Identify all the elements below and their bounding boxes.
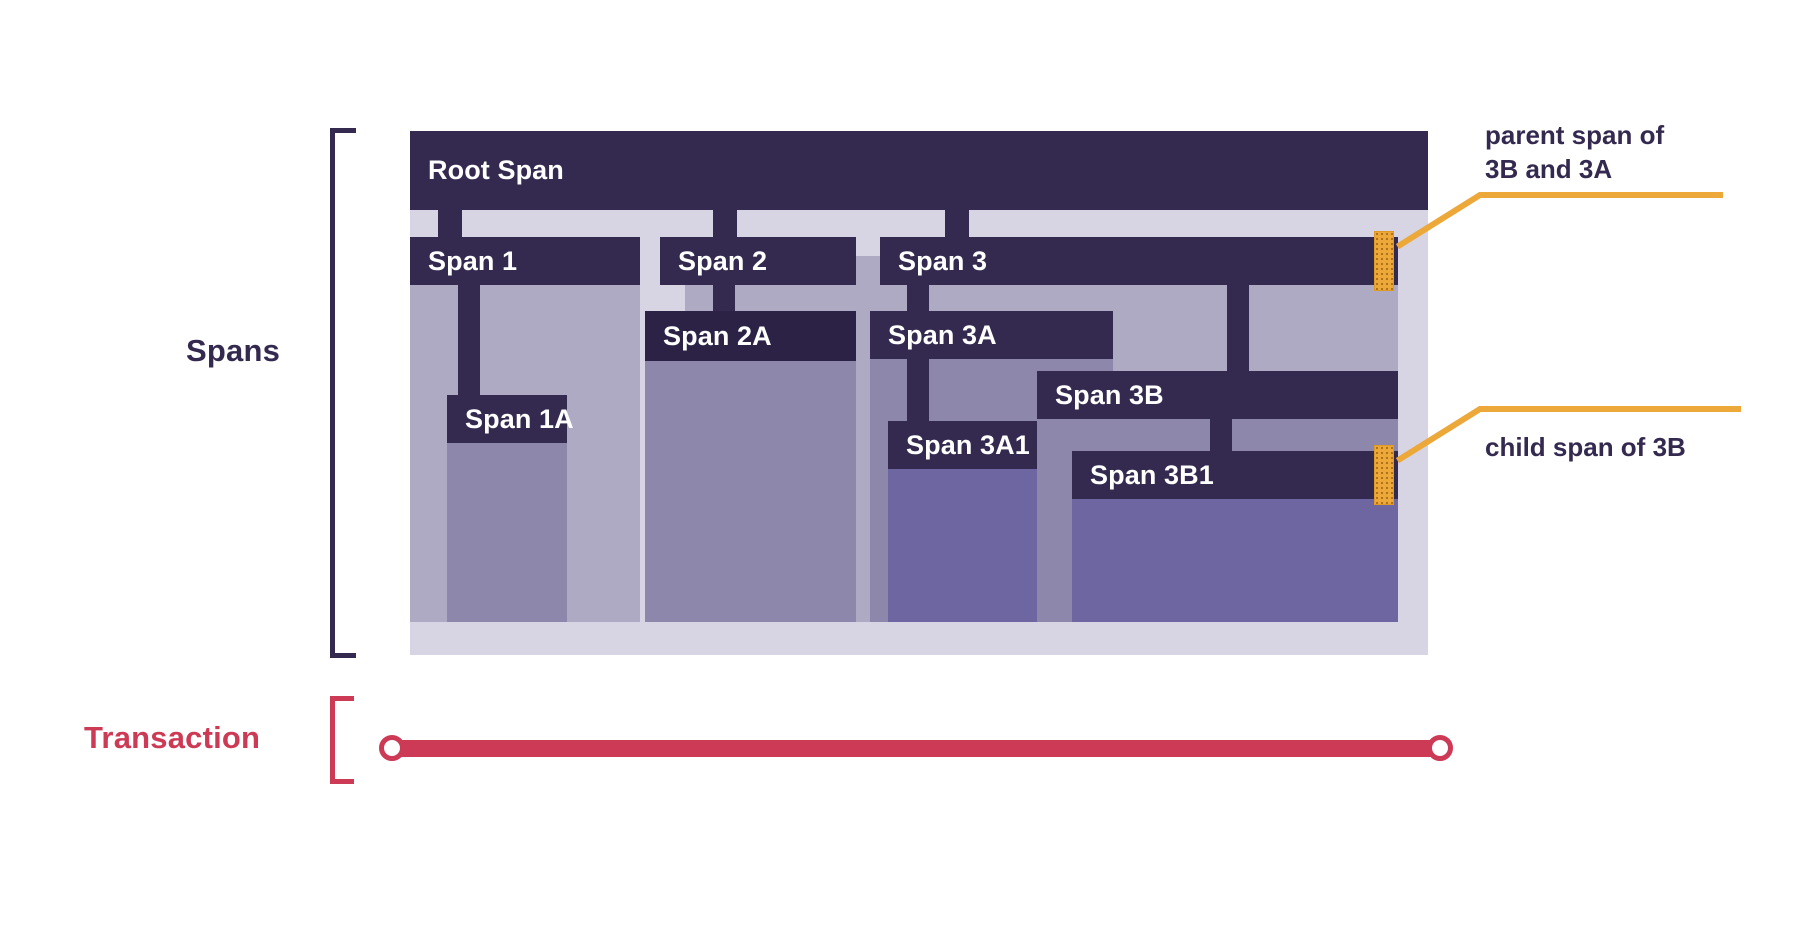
transaction-track — [388, 740, 1440, 757]
span-bar-3-label: Span 3 — [898, 245, 988, 276]
transaction-section-label: Transaction — [84, 720, 261, 755]
spans-section-label: Spans — [186, 333, 281, 368]
callout-line-parent — [1395, 192, 1723, 250]
span-bar-3a1-label: Span 3A1 — [906, 429, 1030, 460]
span-bar-root[interactable]: Root Span — [410, 131, 1428, 210]
span-bar-2[interactable]: Span 2 — [660, 237, 856, 285]
span-bar-1[interactable]: Span 1 — [410, 237, 640, 285]
transaction-bracket — [330, 696, 354, 784]
span-bar-3a-label: Span 3A — [888, 319, 997, 350]
callout-text-child-span: child span of 3B — [1485, 432, 1686, 462]
span-bar-2a-label: Span 2A — [663, 320, 772, 351]
span-bar-3b1-label: Span 3B1 — [1090, 459, 1214, 490]
span-bar-root-label: Root Span — [428, 155, 564, 185]
span-bar-3[interactable]: Span 3 — [880, 237, 1398, 285]
span-bar-1a[interactable]: Span 1A — [447, 395, 574, 443]
transaction-end-marker — [1427, 735, 1453, 761]
span-bar-3b1[interactable]: Span 3B1 — [1072, 451, 1398, 499]
transaction-start-marker — [379, 735, 405, 761]
span-bar-3b[interactable]: Span 3B — [1037, 371, 1398, 419]
span-bar-2-label: Span 2 — [678, 245, 768, 276]
highlight-chip-span-3 — [1374, 231, 1394, 291]
span-2a-body — [645, 311, 856, 622]
span-bar-3b-label: Span 3B — [1055, 379, 1164, 410]
span-bar-1-label: Span 1 — [428, 245, 518, 276]
span-bar-2a[interactable]: Span 2A — [645, 311, 856, 361]
connector-span-1-to-1a — [458, 285, 480, 415]
spans-container: Root Span Span 1 Span 1A Span 2 Span 2A … — [410, 131, 1428, 655]
callout-text-parent-span: parent span of 3B and 3A — [1485, 120, 1665, 185]
span-bar-1a-label: Span 1A — [465, 403, 574, 434]
highlight-chip-span-3b1 — [1374, 445, 1394, 505]
spans-bracket — [330, 128, 356, 658]
span-bar-3a[interactable]: Span 3A — [870, 311, 1113, 359]
span-bar-3a1[interactable]: Span 3A1 — [888, 421, 1043, 469]
